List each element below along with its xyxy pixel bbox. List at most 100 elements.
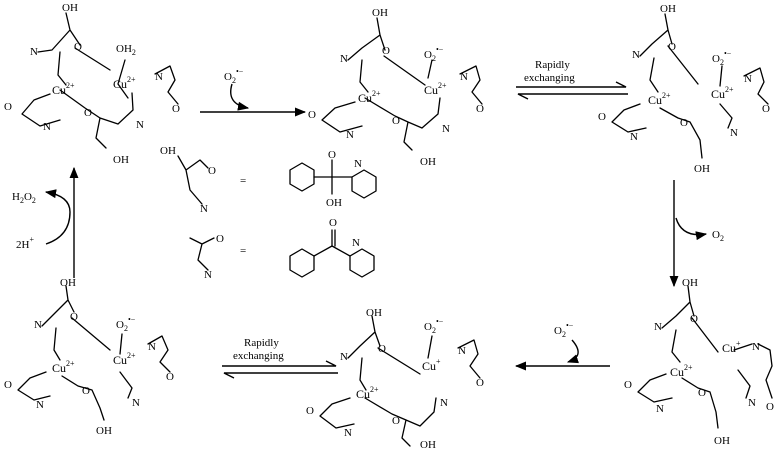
superoxo-ligand: O — [116, 319, 124, 331]
label-n: N — [204, 269, 212, 281]
label-n: N — [340, 53, 348, 65]
label-oh: OH — [62, 2, 78, 14]
complex-mixed-valent-bottom-middle: OH O N Cu2+ Cu+ O2•− O N OH N O O N — [306, 307, 484, 451]
complex-dicopper-aqua: OH O N Cu2+ Cu2+ OH2 O N OH N O O N — [4, 2, 180, 166]
label-o: O — [762, 103, 770, 115]
cu-ion: Cu — [52, 83, 66, 97]
label-oh: OH — [420, 156, 436, 168]
superoxo-ligand: O — [712, 53, 720, 65]
label-n: N — [656, 403, 664, 415]
label-o: O — [82, 385, 90, 397]
label-n: N — [460, 71, 468, 83]
label-n: N — [344, 427, 352, 439]
label-n: N — [744, 73, 752, 85]
svg-text:O2•−: O2•− — [424, 45, 444, 63]
svg-text:H2O2: H2O2 — [12, 191, 36, 205]
svg-text:O2•−: O2•− — [712, 49, 732, 67]
svg-text:Cu+: Cu+ — [422, 357, 441, 373]
label-o: O — [624, 379, 632, 391]
label-n: N — [43, 121, 51, 133]
equilibrium-rapid-exchange-top: Rapidly exchanging — [516, 59, 628, 100]
svg-text:Cu2+: Cu2+ — [648, 91, 671, 107]
cu-ion: Cu — [424, 83, 438, 97]
cu-ion: Cu — [113, 77, 127, 91]
label-o: O — [680, 117, 688, 129]
cu-ion: Cu — [113, 353, 127, 367]
svg-text:O2•−: O2•− — [224, 67, 244, 85]
rapid-label-line1: Rapidly — [535, 59, 570, 71]
svg-text:O2•−: O2•− — [554, 321, 574, 339]
label-n: N — [654, 321, 662, 333]
label-n: N — [752, 341, 760, 353]
svg-text:Cu2+: Cu2+ — [356, 385, 379, 401]
label-o: O — [378, 343, 386, 355]
label-n: N — [30, 46, 38, 58]
svg-text:O2•−: O2•− — [116, 315, 136, 333]
label-n: N — [346, 129, 354, 141]
product-oxygen: O — [712, 229, 720, 241]
cu-charge: 2+ — [127, 75, 136, 84]
svg-text:2H+: 2H+ — [16, 235, 34, 251]
label-n: N — [132, 397, 140, 409]
cu-ion: Cu — [648, 93, 662, 107]
label-n: N — [748, 397, 756, 409]
label-n: N — [148, 341, 156, 353]
label-n: N — [36, 399, 44, 411]
reagent-superoxide: O — [554, 325, 562, 337]
cu-ion: Cu — [356, 387, 370, 401]
label-o: O — [208, 165, 216, 177]
superoxo-ligand: O — [424, 321, 432, 333]
label-o: O — [698, 387, 706, 399]
equals-sign: = — [240, 175, 246, 187]
svg-text:OH2: OH2 — [116, 43, 136, 57]
cu-charge: 2+ — [66, 81, 75, 90]
label-ho: OH — [694, 163, 710, 175]
label-o: O — [306, 405, 314, 417]
reagent-protons: 2H — [16, 239, 30, 251]
rapid-label-line2: exchanging — [233, 350, 284, 362]
arrow-superoxide-addition: O2•− — [200, 67, 307, 117]
label-oh: OH — [366, 307, 382, 319]
label-o: O — [668, 41, 676, 53]
label-o: O — [70, 311, 78, 323]
label-o: O — [84, 107, 92, 119]
label-oh: OH — [326, 197, 342, 209]
arrow-peroxide-formation: H2O2 2H+ — [12, 166, 79, 278]
reagent-superoxide: O — [224, 71, 232, 83]
label-o: O — [382, 45, 390, 57]
svg-text:Cu2+: Cu2+ — [711, 85, 734, 101]
svg-text:Cu2+: Cu2+ — [52, 81, 75, 97]
rapid-label-line2: exchanging — [524, 72, 575, 84]
svg-text:Cu2+: Cu2+ — [113, 75, 136, 91]
svg-text:Cu2+: Cu2+ — [113, 351, 136, 367]
label-oh: OH — [682, 277, 698, 289]
cu-ion: Cu — [670, 365, 684, 379]
ligand-legend: OH O N = O OH N O N = O N — [160, 145, 377, 281]
label-o: O — [74, 41, 82, 53]
label-n: N — [632, 49, 640, 61]
label-oh2: OH — [116, 43, 132, 55]
label-oh: OH — [113, 154, 129, 166]
superoxo-ligand: O — [424, 49, 432, 61]
label-n: N — [440, 397, 448, 409]
label-o: O — [392, 115, 400, 127]
arrow-oxygen-release: O2 — [669, 180, 724, 288]
product-hydrogen-peroxide: H — [12, 191, 20, 203]
label-o: O — [216, 233, 224, 245]
complex-mixed-valent-bottom-left: OH O N Cu2+ Cu2+ O2•− O N OH N O O N — [4, 277, 174, 437]
label-o: O — [392, 415, 400, 427]
label-o: O — [166, 371, 174, 383]
label-n: N — [352, 237, 360, 249]
cu-ion: Cu — [711, 87, 725, 101]
svg-text:O2•−: O2•− — [424, 317, 444, 335]
label-n: N — [442, 123, 450, 135]
svg-text:Cu2+: Cu2+ — [424, 81, 447, 97]
label-ho: OH — [96, 425, 112, 437]
label-n: N — [136, 119, 144, 131]
label-o: O — [690, 313, 698, 325]
label-o: O — [598, 111, 606, 123]
complex-mixed-valent-bottom-right: OH O N Cu2+ Cu+ O N OH N O O N — [624, 277, 774, 447]
label-o: O — [308, 109, 316, 121]
label-oh: OH — [714, 435, 730, 447]
